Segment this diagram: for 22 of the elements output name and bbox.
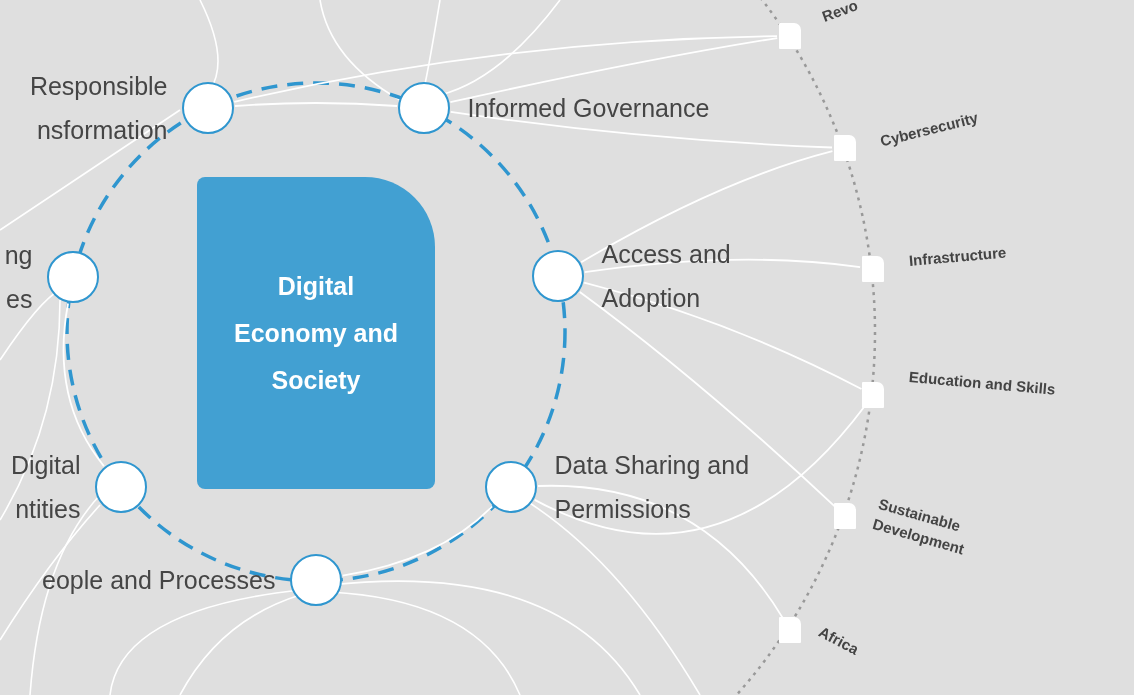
- connector-line: [583, 258, 862, 274]
- key-issue-label: Informed Governance: [467, 92, 711, 124]
- key-issue-label: ng es: [3, 239, 33, 315]
- connector-line: [537, 485, 785, 620]
- key-issue-label: Access and Adoption: [601, 238, 732, 314]
- topic-box: [197, 177, 435, 489]
- key-issue-label: eople and Processes: [41, 564, 276, 596]
- related-topic-label: Education and Skills: [908, 367, 1057, 400]
- key-issue-label: Digital ntities: [10, 449, 81, 525]
- connector-line: [62, 302, 105, 467]
- topic-title: Digital Economy and Society: [233, 270, 399, 396]
- connector-line: [580, 150, 834, 264]
- related-topic-label: Revo: [819, 0, 861, 27]
- connector-line: [234, 102, 398, 107]
- connector-line: [341, 505, 494, 577]
- related-topic-label: Infrastructure: [908, 242, 1008, 271]
- connector-line: [449, 111, 833, 149]
- connector-line: [583, 281, 863, 390]
- connector-line: [449, 37, 779, 104]
- key-issue-label: Data Sharing and Permissions: [554, 449, 751, 525]
- connector-line: [233, 35, 778, 103]
- key-issue-label: Responsible nsformation: [28, 70, 168, 146]
